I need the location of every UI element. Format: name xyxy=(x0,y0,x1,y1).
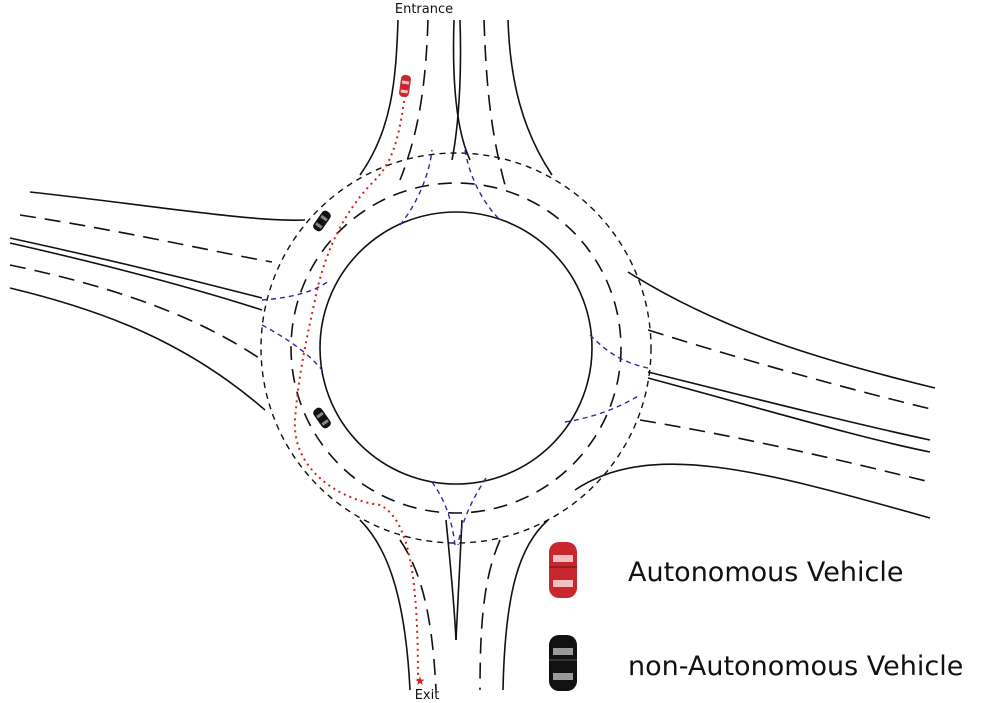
car-icon xyxy=(399,74,411,98)
legend-non-autonomous-label: non-Autonomous Vehicle xyxy=(628,651,963,682)
north-approach xyxy=(359,19,553,186)
legend: Autonomous Vehicle non-Autonomous Vehicl… xyxy=(549,542,963,691)
legend-non-autonomous: non-Autonomous Vehicle xyxy=(549,635,963,691)
legend-autonomous: Autonomous Vehicle xyxy=(549,542,903,598)
legend-autonomous-label: Autonomous Vehicle xyxy=(628,557,903,588)
av-trajectory xyxy=(293,94,419,681)
conflict-lines xyxy=(261,149,649,546)
inner-lane-divider xyxy=(290,182,622,514)
autonomous-vehicle xyxy=(399,74,411,98)
car-icon xyxy=(549,635,577,691)
central-island xyxy=(319,211,593,485)
east-approach xyxy=(574,271,936,519)
entrance-label: Entrance xyxy=(395,2,453,17)
south-approach xyxy=(359,519,549,691)
star-icon: ★ xyxy=(415,674,426,688)
non-autonomous-vehicle xyxy=(313,210,331,232)
west-approach xyxy=(9,191,306,411)
outer-ring-boundary xyxy=(260,152,652,544)
non-autonomous-vehicle xyxy=(313,407,331,429)
car-icon xyxy=(549,542,577,598)
roundabout xyxy=(260,152,652,544)
exit-label: Exit xyxy=(415,688,440,703)
car-icon xyxy=(313,407,331,429)
